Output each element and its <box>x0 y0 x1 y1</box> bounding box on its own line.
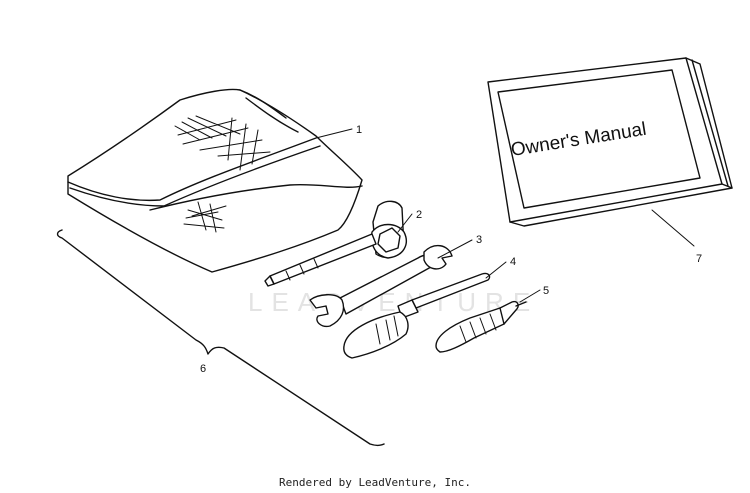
callout-number-4: 4 <box>510 256 516 268</box>
callout-leaders <box>315 128 695 303</box>
callout-number-3: 3 <box>476 234 482 246</box>
render-credit: Rendered by LeadVenture, Inc. <box>278 476 472 489</box>
open-end-wrench-illustration <box>309 245 453 328</box>
callout-number-2: 2 <box>416 209 422 221</box>
screwdriver-handle-illustration <box>435 300 527 353</box>
callout-number-6: 6 <box>200 363 206 375</box>
socket-wrench-illustration <box>264 200 407 287</box>
callout-number-1: 1 <box>356 124 362 136</box>
screwdriver-illustration <box>343 272 491 359</box>
watermark-text: LEADVENTURE <box>248 287 539 317</box>
tool-pouch-illustration <box>67 88 363 273</box>
owners-manual-illustration: Owner's Manual <box>487 57 733 227</box>
callout-number-5: 5 <box>543 285 549 297</box>
callout-number-7: 7 <box>696 253 702 265</box>
tool-kit-bracket <box>56 229 385 447</box>
